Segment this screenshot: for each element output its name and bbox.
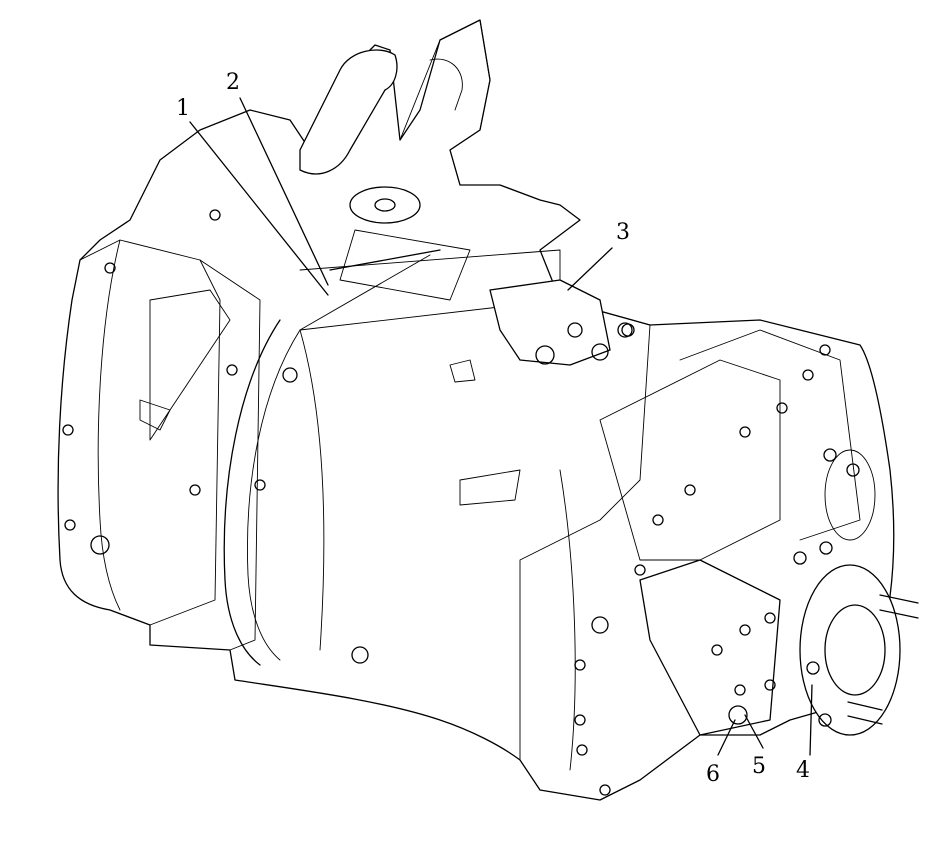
main-case xyxy=(299,299,651,761)
speed-sensor xyxy=(728,705,748,725)
callout-2: 2 xyxy=(226,70,240,95)
leader-lines xyxy=(189,97,813,756)
callout-3: 3 xyxy=(616,220,630,245)
bell-housing xyxy=(79,239,221,626)
shift-lever xyxy=(299,49,398,175)
rear-housing xyxy=(559,469,576,771)
flange-ring xyxy=(223,319,281,666)
callout-4: 4 xyxy=(796,758,810,783)
callout-1: 1 xyxy=(176,96,190,121)
housing-outline xyxy=(57,19,895,801)
bolt-heads xyxy=(62,209,860,796)
callout-5: 5 xyxy=(752,754,766,779)
output-flange xyxy=(799,564,901,736)
valve-block xyxy=(489,279,611,366)
callout-6: 6 xyxy=(706,762,720,787)
